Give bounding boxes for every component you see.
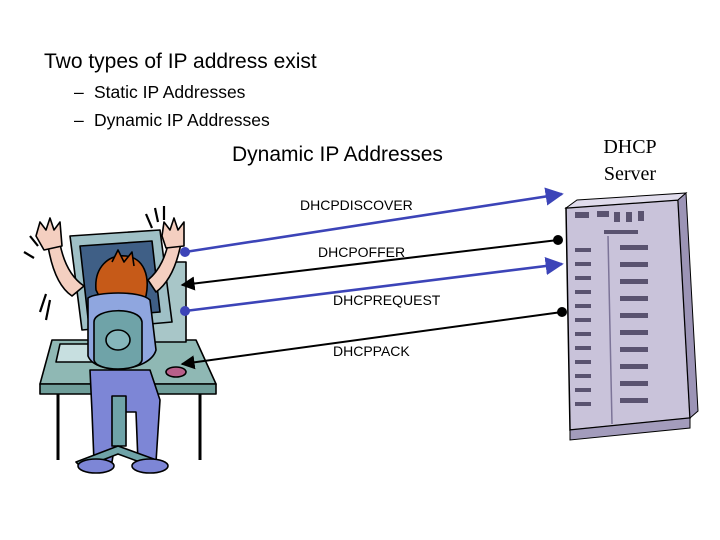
- label-dhcpdiscover: DHCPDISCOVER: [300, 197, 413, 213]
- arrow-dhcprequest: [184, 256, 564, 313]
- label-dhcppack: DHCPPACK: [333, 343, 410, 359]
- label-dhcprequest: DHCPREQUEST: [333, 292, 441, 308]
- bullet-two-types: Two types of IP address exist: [44, 50, 317, 73]
- sub-bullet-dash: –: [74, 82, 84, 102]
- label-dhcpoffer: DHCPOFFER: [318, 244, 406, 260]
- frustrated-user-icon: [23, 206, 217, 474]
- arrow-dhcpoffer: [180, 239, 559, 291]
- sub-bullet-static-text: Static IP Addresses: [94, 82, 246, 102]
- arrow-dhcpdiscover: [184, 187, 564, 254]
- sub-bullet-dynamic-text: Dynamic IP Addresses: [94, 110, 270, 130]
- sub-bullet-dynamic: –Dynamic IP Addresses: [74, 110, 270, 131]
- sub-bullet-static: –Static IP Addresses: [74, 82, 245, 103]
- server-label-line1: DHCP: [603, 136, 657, 158]
- message-arrows: [180, 187, 567, 370]
- server-tower-icon: [564, 191, 699, 441]
- arrow-dhcppack: [180, 311, 563, 370]
- server-label-line2: Server: [603, 163, 657, 185]
- sub-bullet-dash: –: [74, 110, 84, 130]
- section-title: Dynamic IP Addresses: [232, 143, 443, 166]
- server-label: DHCP Server: [592, 134, 668, 188]
